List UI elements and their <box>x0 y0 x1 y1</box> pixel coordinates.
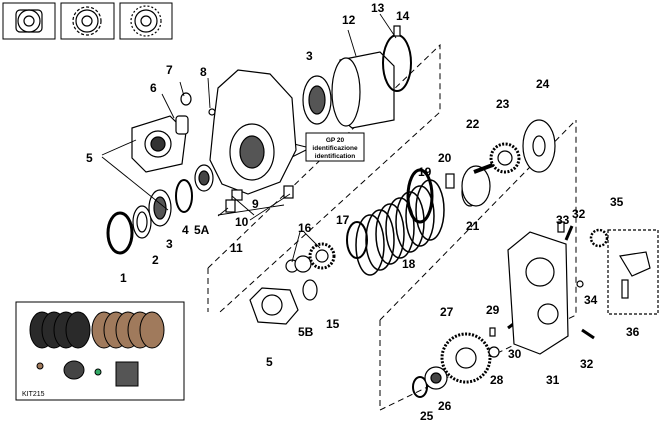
callout-18: 18 <box>402 257 416 271</box>
callout-21: 21 <box>466 219 480 233</box>
thumbnail-2[interactable] <box>60 2 115 40</box>
identification-box: GP 20 identificazione identification <box>289 132 365 162</box>
id-line-1: GP 20 <box>326 137 345 144</box>
parts <box>106 25 556 325</box>
callout-22: 22 <box>466 117 480 131</box>
part-33-plug <box>557 221 565 233</box>
callout-17: 17 <box>336 213 350 227</box>
part-36-box <box>607 229 659 315</box>
callout-30: 30 <box>508 347 522 361</box>
part-29-pin <box>489 327 496 337</box>
part-20-bolt <box>445 173 455 189</box>
callout-28: 28 <box>490 373 504 387</box>
part-19-spring <box>406 168 434 224</box>
callout-29: 29 <box>486 303 500 317</box>
callout-4: 4 <box>182 223 189 237</box>
part-10-screw <box>283 185 294 199</box>
part-34-washer <box>576 280 584 288</box>
callout-26: 26 <box>438 399 452 413</box>
callout-8: 8 <box>200 65 207 79</box>
part-14-screw <box>393 25 401 37</box>
part-4-ring <box>175 179 193 213</box>
callout-36: 36 <box>626 325 640 339</box>
leader-lines <box>101 13 397 263</box>
part-9-screw <box>231 189 243 201</box>
callout-13: 13 <box>371 1 385 15</box>
kit-label: KIT215 <box>22 391 45 398</box>
callout-32: 32 <box>572 207 586 221</box>
callout-7: 7 <box>166 63 173 77</box>
part-28-washer <box>488 346 500 358</box>
lower-parts <box>412 221 659 398</box>
part-7-nut <box>180 92 192 106</box>
part-32-pin <box>564 225 574 241</box>
callout-15: 15 <box>326 317 340 331</box>
part-18-clutch-pack <box>355 179 445 276</box>
callout-23: 23 <box>496 97 510 111</box>
variant-thumbnails <box>2 2 173 40</box>
part-31-cover <box>507 231 569 355</box>
part-35-gear <box>589 228 609 248</box>
callout-33: 33 <box>556 213 570 227</box>
callout-25: 25 <box>420 409 434 423</box>
part-5B-washer <box>302 279 318 301</box>
callout-1: 1 <box>120 271 127 285</box>
callout-numbers: 1 2 3 4 5A 5 6 7 8 9 10 11 12 13 14 3 15… <box>86 1 640 423</box>
callout-31: 31 <box>546 373 560 387</box>
callout-14: 14 <box>396 9 410 23</box>
id-line-3: identification <box>315 153 355 160</box>
part-6-stud <box>175 115 189 135</box>
callout-5: 5 <box>86 151 93 165</box>
callout-16: 16 <box>298 221 312 235</box>
callout-35: 35 <box>610 195 624 209</box>
callout-5A: 5A <box>194 223 210 237</box>
kit-box: KIT215 <box>15 301 185 401</box>
callout-19: 19 <box>418 165 432 179</box>
callout-32-lower: 32 <box>580 357 594 371</box>
callout-24: 24 <box>536 77 550 91</box>
callout-10: 10 <box>235 215 249 229</box>
id-line-2: identificazione <box>312 145 358 152</box>
callout-5-lower: 5 <box>266 355 273 369</box>
callout-2: 2 <box>152 253 159 267</box>
part-25-circlip <box>412 376 428 398</box>
part-8-plug <box>208 108 216 116</box>
callout-3-upper: 3 <box>306 49 313 63</box>
part-1-circlip <box>106 211 134 255</box>
callout-9: 9 <box>252 197 259 211</box>
thumbnail-1[interactable] <box>2 2 56 40</box>
callout-5B: 5B <box>298 325 314 339</box>
callout-6: 6 <box>150 81 157 95</box>
callout-27: 27 <box>440 305 454 319</box>
callout-34: 34 <box>584 293 598 307</box>
callout-11: 11 <box>230 241 243 255</box>
callout-20: 20 <box>438 151 452 165</box>
callout-12: 12 <box>342 13 356 27</box>
thumbnail-3[interactable] <box>119 2 173 40</box>
part-36-lever <box>619 251 651 277</box>
callout-3: 3 <box>166 237 173 251</box>
